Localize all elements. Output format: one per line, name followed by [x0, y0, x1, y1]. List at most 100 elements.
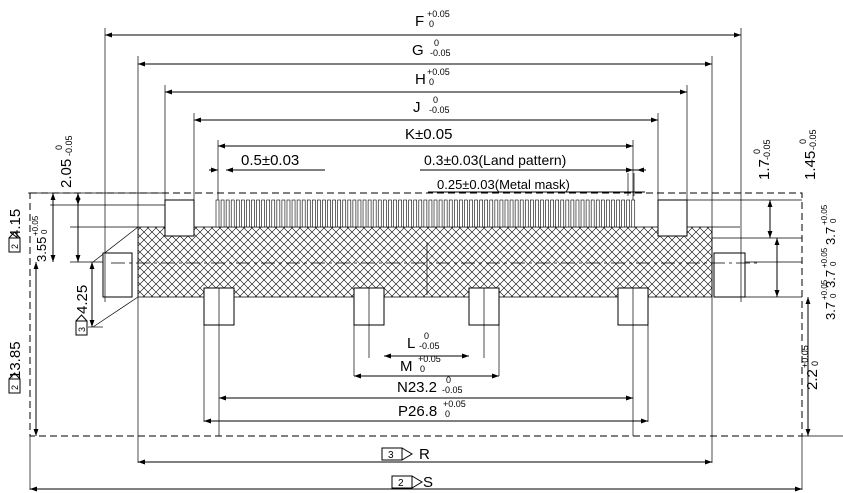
svg-text:3.55: 3.55	[34, 237, 49, 262]
note-2-flag	[391, 475, 413, 489]
land	[408, 199, 412, 228]
land	[362, 199, 367, 228]
right-side-pad	[713, 252, 746, 298]
svg-text:+0.05: +0.05	[418, 354, 441, 364]
land	[367, 199, 372, 228]
svg-text:N23.2: N23.2	[397, 379, 437, 396]
svg-text:0: 0	[429, 77, 434, 87]
svg-text:0: 0	[420, 364, 425, 374]
label-land-pattern: 0.3±0.03(Land pattern)	[424, 152, 566, 168]
land	[398, 199, 402, 228]
svg-text:0: 0	[829, 261, 838, 266]
svg-text:0: 0	[429, 19, 434, 29]
svg-text:3.7: 3.7	[823, 270, 838, 288]
land	[225, 199, 230, 228]
land	[621, 199, 625, 228]
left-side-pad	[102, 252, 133, 298]
label-H: H +0.05 0	[415, 67, 450, 88]
svg-text:0: 0	[829, 218, 838, 223]
svg-text:2.05: 2.05	[58, 159, 75, 188]
svg-text:0: 0	[798, 139, 808, 144]
label-left-4-25: 4.25	[74, 285, 91, 314]
hatched-area	[137, 226, 713, 298]
label-S: S	[423, 474, 433, 491]
label-right-2-2: 2.2 +0.05 0	[800, 345, 821, 390]
land	[540, 199, 544, 228]
label-G: G 0 -0.05	[412, 38, 451, 59]
land	[438, 199, 443, 228]
svg-text:4.15: 4.15	[7, 209, 24, 238]
land	[560, 199, 565, 228]
svg-text:L: L	[407, 335, 415, 352]
svg-text:+0.05: +0.05	[427, 67, 450, 77]
land	[388, 199, 392, 228]
label-right-3-7-a: 3.7 +0.05 0	[820, 204, 838, 245]
label-right-3-7-c: 3.7 +0.05 0	[820, 279, 838, 320]
land	[246, 199, 250, 228]
svg-text:-0.05: -0.05	[762, 139, 772, 160]
land	[601, 199, 605, 228]
svg-text:H: H	[415, 71, 426, 88]
land	[530, 199, 534, 228]
svg-text:3.7: 3.7	[823, 302, 838, 320]
svg-text:M: M	[400, 358, 413, 375]
label-M: M +0.05 0	[400, 354, 441, 375]
label-left-2-05: 2.05 0 -0.05	[54, 135, 75, 188]
svg-text:+0.05: +0.05	[31, 215, 40, 236]
label-left-13-85: 13.85	[7, 341, 24, 379]
land	[575, 199, 580, 228]
svg-text:1.45: 1.45	[802, 151, 819, 180]
svg-text:+0.05: +0.05	[820, 279, 829, 300]
land	[509, 199, 514, 228]
label-left-4-15: 4.15	[7, 209, 24, 238]
land	[499, 199, 504, 228]
land	[550, 199, 554, 228]
land	[383, 199, 387, 228]
svg-text:13.85: 13.85	[7, 341, 24, 379]
svg-text:+0.05: +0.05	[443, 399, 466, 409]
land	[590, 199, 595, 228]
land	[241, 199, 245, 228]
land	[489, 199, 494, 228]
land	[357, 199, 362, 228]
svg-text:2: 2	[10, 244, 20, 249]
svg-text:2.2: 2.2	[804, 369, 821, 390]
land	[342, 199, 347, 228]
land	[631, 199, 636, 228]
land	[220, 199, 225, 228]
svg-text:P26.8: P26.8	[398, 403, 437, 420]
land	[327, 199, 331, 228]
land	[215, 199, 220, 228]
land	[453, 199, 458, 228]
land	[428, 199, 433, 228]
svg-text:-0.05: -0.05	[808, 129, 818, 150]
land	[235, 199, 240, 228]
svg-text:-0.05: -0.05	[64, 135, 74, 156]
label-F: F +0.05 0	[415, 9, 450, 30]
land	[281, 199, 286, 228]
land	[433, 199, 438, 228]
right-top-pad	[657, 199, 688, 237]
svg-text:0: 0	[54, 145, 64, 150]
land	[459, 199, 463, 228]
land	[443, 199, 448, 228]
svg-text:0: 0	[752, 149, 762, 154]
land	[266, 199, 271, 228]
land	[484, 199, 489, 228]
land	[377, 199, 382, 228]
land	[276, 199, 281, 228]
svg-text:0: 0	[433, 95, 438, 105]
land	[332, 199, 336, 228]
land	[337, 199, 341, 228]
svg-text:-0.05: -0.05	[442, 385, 463, 395]
label-right-1-45: 1.45 0 -0.05	[798, 129, 819, 180]
land	[230, 199, 235, 228]
svg-text:0: 0	[446, 375, 451, 385]
label-L: L 0 -0.05	[407, 331, 440, 352]
land	[479, 199, 483, 228]
land	[606, 199, 610, 228]
svg-text:F: F	[415, 13, 424, 30]
svg-text:2: 2	[398, 478, 404, 489]
